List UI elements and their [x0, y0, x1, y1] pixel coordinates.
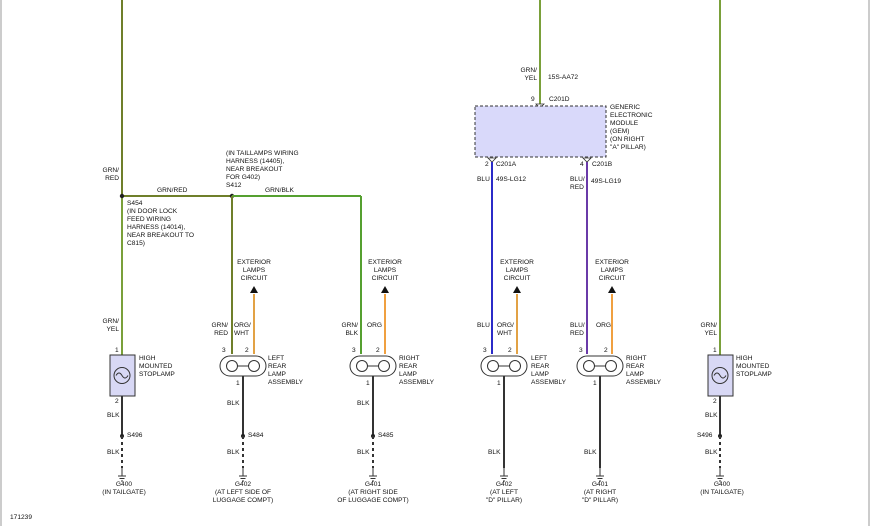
lamp-label-col2: LEFT REAR LAMP ASSEMBLY — [268, 355, 304, 386]
pin-label-col3-3: 3 — [352, 347, 356, 354]
wire-label-blu-top: BLU — [477, 176, 490, 183]
circuit-label-col2: EXTERIOR LAMPS CIRCUIT — [237, 259, 271, 282]
gem-module-box — [474, 105, 607, 158]
stoplamp-col6 — [707, 354, 734, 397]
lamp-assembly-col2 — [219, 355, 267, 377]
splice-label-s454: S454 (IN DOOR LOCK FEED WIRING HARNESS (… — [127, 200, 195, 247]
pin-label-col2-1: 1 — [236, 380, 240, 387]
ground-label-col3: G401 (AT RIGHT SIDE OF LUGGAGE COMPT) — [337, 481, 409, 504]
ground-label-col2: G402 (AT LEFT SIDE OF LUGGAGE COMPT) — [212, 481, 274, 504]
gem-pin-right: 4 — [580, 161, 584, 168]
gem-connector-c201a — [487, 157, 497, 163]
gem-connector-c201b — [582, 157, 592, 163]
pin-label-col2-3: 3 — [222, 347, 226, 354]
circuit-label-15s-aa72: 15S-AA72 — [548, 74, 579, 81]
splice-label-s484: S484 — [248, 432, 264, 439]
wire-label-col1-blk2: BLK — [107, 449, 120, 456]
ground-g400-col6 — [716, 468, 724, 482]
lamp-label-col3: RIGHT REAR LAMP ASSEMBLY — [399, 355, 435, 386]
circuit-label-49s-lg12: 49S-LG12 — [496, 176, 527, 183]
gem-connector-label-c201d: C201D — [549, 96, 570, 103]
pin-label-col3-2: 2 — [376, 347, 380, 354]
pin-label-col4-3: 3 — [483, 347, 487, 354]
wire-label-col4-right: ORG/ WHT — [497, 322, 514, 337]
lamp-assembly-col3 — [349, 355, 397, 377]
wire-label-col1: GRN/ YEL — [102, 318, 119, 333]
wire-label-col3-blk1: BLK — [357, 400, 370, 407]
gem-pin-top: 9 — [531, 96, 535, 103]
pin-label-col5-3: 3 — [579, 347, 583, 354]
gem-connector-label-c201a: C201A — [496, 161, 517, 168]
wire-grn-red-main — [121, 0, 232, 197]
wire-label-col5-blk: BLK — [584, 449, 597, 456]
wire-label-grn-blk-mid: GRN/BLK — [265, 187, 294, 194]
ground-g400-col1 — [118, 468, 126, 482]
pin-label-col6-2: 2 — [713, 398, 717, 405]
splice-label-s412: (IN TAILLAMPS WIRING HARNESS (14405), NE… — [226, 150, 299, 189]
pin-label-col2-2: 2 — [245, 347, 249, 354]
wire-label-col5-right: ORG — [596, 322, 612, 329]
ground-label-col6: G400 (IN TAILGATE) — [700, 481, 744, 496]
pin-label-col1-2: 2 — [115, 398, 119, 405]
wire-label-gem-grn-yel: GRN/ YEL — [520, 67, 537, 82]
lamp-assembly-col5 — [576, 355, 624, 377]
ground-label-col4: G402 (AT LEFT "D" PILLAR) — [485, 481, 523, 504]
wire-label-col6-blk2: BLK — [705, 449, 718, 456]
pin-label-col5-2: 2 — [604, 347, 608, 354]
splice-label-s496-col6: S496 — [697, 432, 713, 439]
splice-label-s496-col1: S496 — [127, 432, 143, 439]
pin-label-col3-1: 1 — [366, 380, 370, 387]
gem-module-label: GENERIC ELECTRONIC MODULE (GEM) (ON RIGH… — [610, 104, 653, 151]
wire-label-col6: GRN/ YEL — [700, 322, 717, 337]
pin-label-col5-1: 1 — [593, 380, 597, 387]
circuit-label-col5: EXTERIOR LAMPS CIRCUIT — [595, 259, 629, 282]
wire-label-col5-left: BLU/ RED — [570, 322, 585, 337]
ground-label-col5: G401 (AT RIGHT "D" PILLAR) — [581, 481, 619, 504]
pin-label-col6-1: 1 — [713, 347, 717, 354]
wire-label-col2-right: ORG/ WHT — [234, 322, 251, 337]
wire-label-col2-blk2: BLK — [227, 449, 240, 456]
wire-label-col4-left: BLU — [477, 322, 490, 329]
wire-label-grn-red-mid: GRN/RED — [157, 187, 188, 194]
lamp-label-col4: LEFT REAR LAMP ASSEMBLY — [531, 355, 567, 386]
splice-s454 — [119, 193, 125, 199]
splice-label-s485: S485 — [378, 432, 394, 439]
circuit-label-49s-lg19: 49S-LG19 — [591, 178, 622, 185]
gem-connector-label-c201b: C201B — [592, 161, 613, 168]
ground-g401-col3 — [369, 468, 377, 482]
circuit-arrow-col4 — [513, 286, 521, 293]
circuit-arrow-col3 — [381, 286, 389, 293]
wire-label-grn-red-top: GRN/ RED — [102, 167, 119, 182]
stoplamp-col1 — [109, 354, 136, 397]
lamp-label-col6: HIGH MOUNTED STOPLAMP — [736, 355, 772, 378]
gem-pin-left: 2 — [485, 161, 489, 168]
lamp-label-col5: RIGHT REAR LAMP ASSEMBLY — [626, 355, 662, 386]
wire-label-col2-blk1: BLK — [227, 400, 240, 407]
lamp-label-col1: HIGH MOUNTED STOPLAMP — [139, 355, 175, 378]
figure-id: 171239 — [10, 514, 33, 521]
wire-label-col1-blk1: BLK — [107, 412, 120, 419]
wire-label-col2-left: GRN/ RED — [211, 322, 228, 337]
pin-label-col4-2: 2 — [508, 347, 512, 354]
pin-label-col1-1: 1 — [115, 347, 119, 354]
ground-g401-col5 — [596, 468, 604, 482]
wire-label-blu-red-top: BLU/ RED — [570, 176, 585, 191]
lamp-assembly-col4 — [480, 355, 528, 377]
ground-label-col1: G400 (IN TAILGATE) — [102, 481, 146, 496]
wire-label-col3-left: GRN/ BLK — [341, 322, 358, 337]
wire-label-col3-blk2: BLK — [357, 449, 370, 456]
ground-g402-col4 — [500, 468, 508, 482]
wire-label-col3-right: ORG — [367, 322, 383, 329]
ground-g402-col2 — [239, 468, 247, 482]
circuit-arrow-col5 — [608, 286, 616, 293]
wire-label-col4-blk: BLK — [488, 449, 501, 456]
pin-label-col4-1: 1 — [497, 380, 501, 387]
circuit-label-col3: EXTERIOR LAMPS CIRCUIT — [368, 259, 402, 282]
circuit-label-col4: EXTERIOR LAMPS CIRCUIT — [500, 259, 534, 282]
circuit-arrow-col2 — [250, 286, 258, 293]
wire-label-col6-blk1: BLK — [705, 412, 718, 419]
